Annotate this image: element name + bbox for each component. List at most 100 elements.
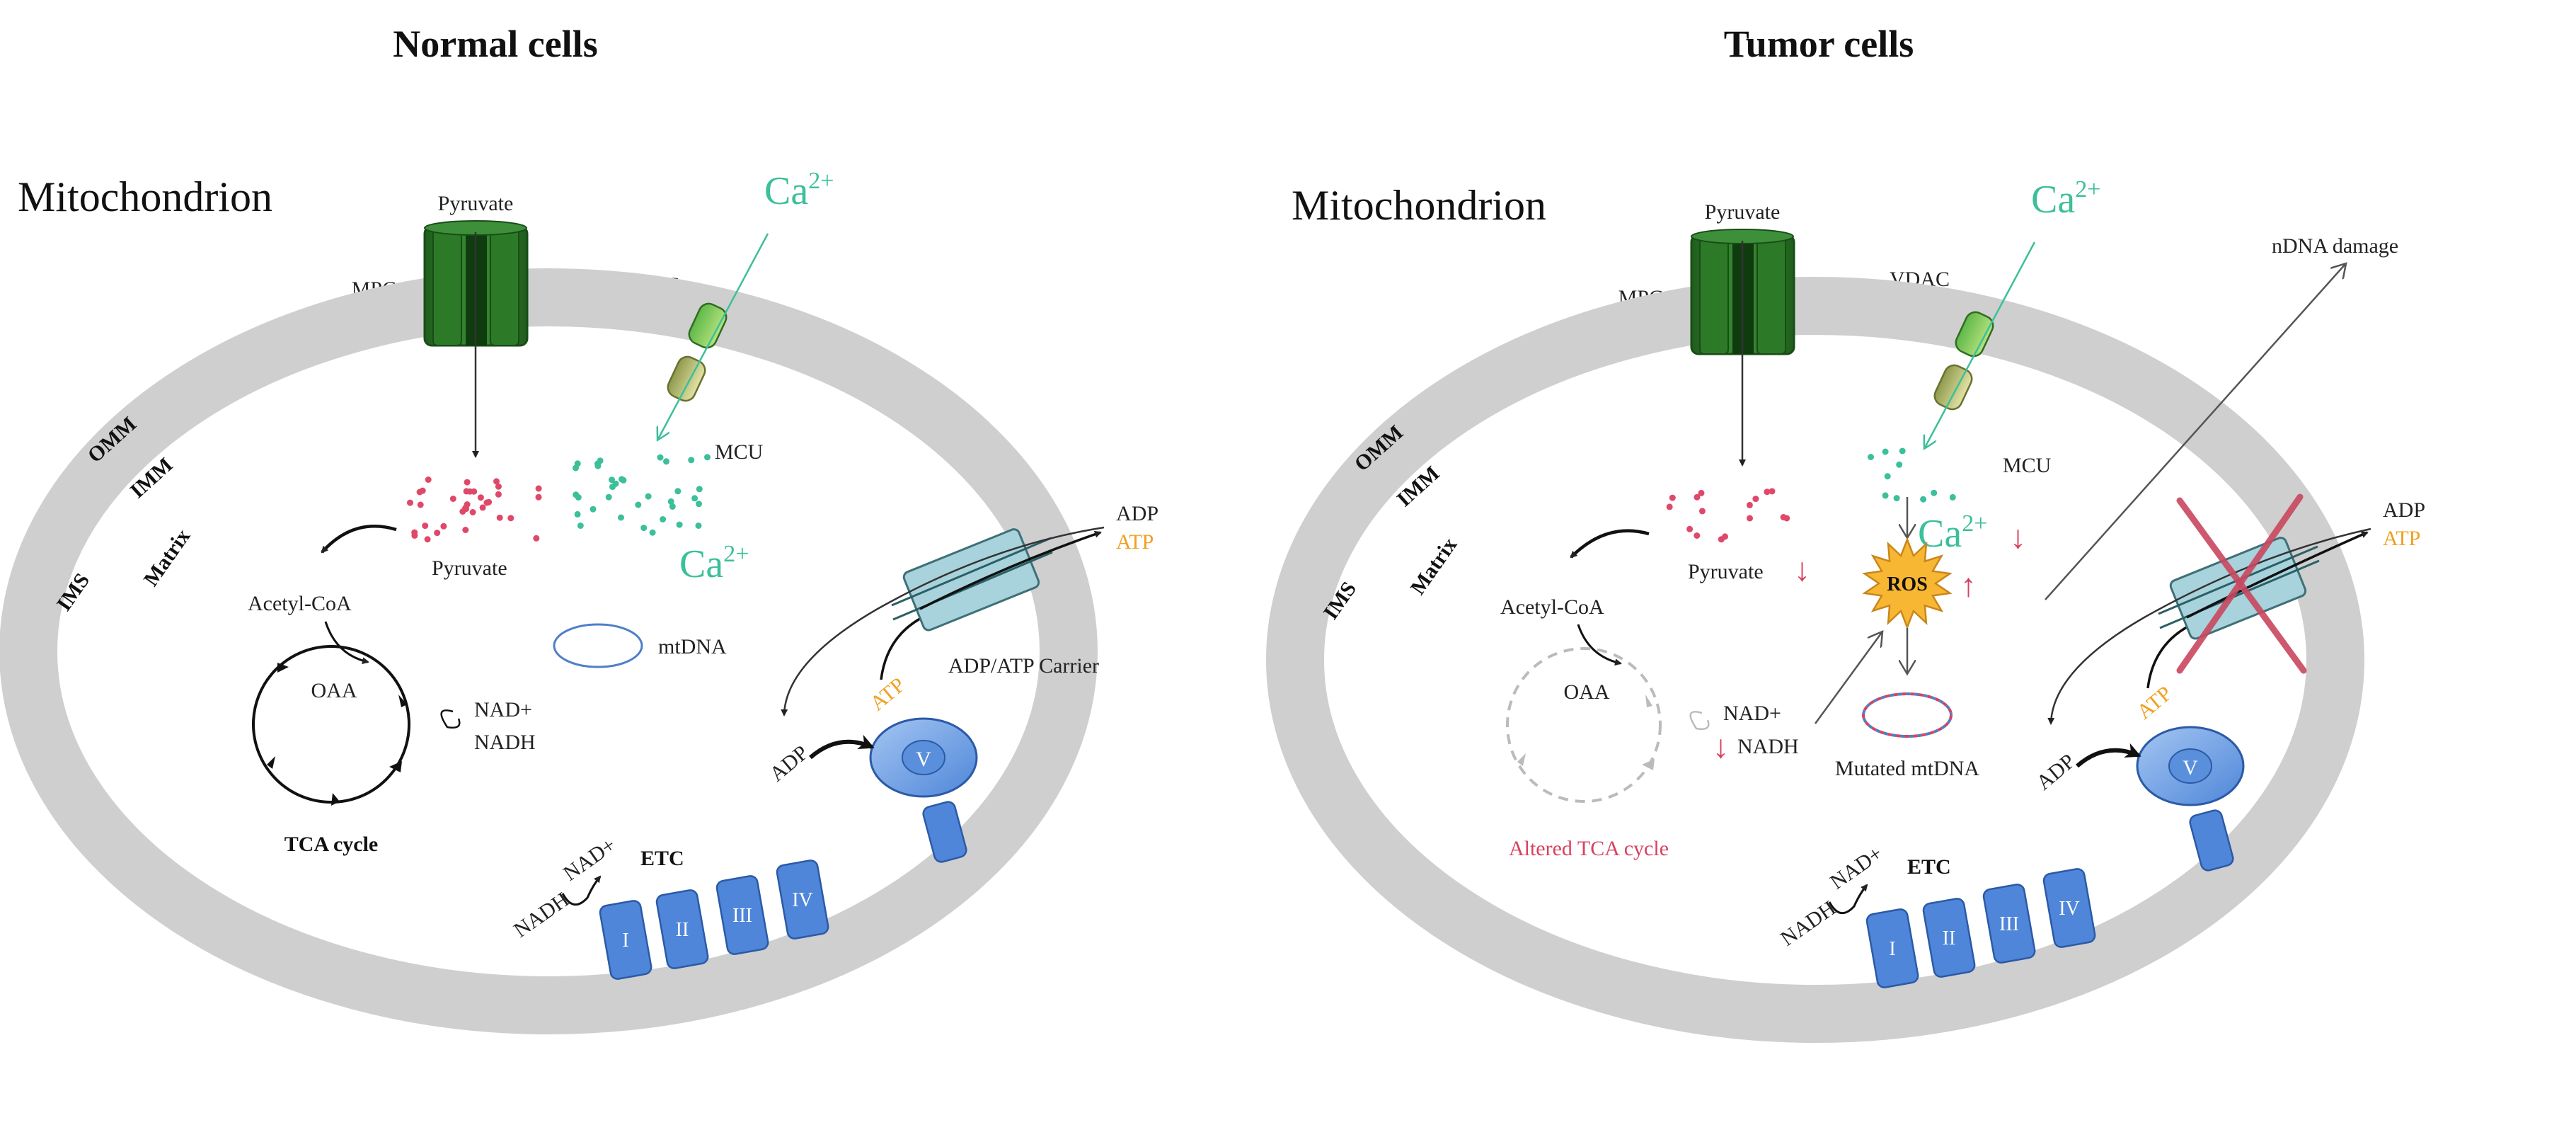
normal-calcium-dots <box>573 454 711 536</box>
molecule-dot <box>645 493 652 500</box>
molecule-dot <box>612 480 619 487</box>
molecule-dot <box>424 536 431 543</box>
tumor-ros-up: ↑ <box>1960 567 1977 603</box>
tumor-pyruvate-in: Pyruvate <box>1705 200 1781 224</box>
normal-ca-label: Ca2+ <box>764 168 834 213</box>
molecule-dot <box>417 501 424 508</box>
molecule-dot <box>1764 489 1771 496</box>
normal-organelle-label: Mitochondrion <box>18 173 272 220</box>
tumor-nadh-down: ↓ <box>1713 729 1729 765</box>
normal-complex-v: V <box>916 748 931 771</box>
molecule-dot <box>507 515 514 522</box>
molecule-dot <box>422 523 429 530</box>
molecule-dot <box>674 488 682 495</box>
molecule-dot <box>691 495 698 502</box>
molecule-dot <box>1920 496 1927 503</box>
normal-complex-iv: IV <box>792 889 813 911</box>
molecule-dot <box>619 476 625 483</box>
molecule-dot <box>1868 454 1874 460</box>
molecule-dot <box>1931 489 1938 496</box>
molecule-dot <box>660 516 667 523</box>
tumor-complex-iv: IV <box>2059 898 2080 920</box>
molecule-dot <box>425 476 432 483</box>
normal-tca-cycle-circle <box>252 645 410 806</box>
molecule-dot <box>1899 447 1906 455</box>
normal-carrier-label: ADP/ATP Carrier <box>948 654 1099 678</box>
molecule-dot <box>496 514 503 521</box>
tumor-adp-import-arrow <box>2047 527 2371 725</box>
normal-pyruvate-in: Pyruvate <box>438 192 514 215</box>
molecule-dot <box>669 503 676 510</box>
molecule-dot <box>419 487 426 494</box>
molecule-dot <box>1949 493 1956 501</box>
molecule-dot <box>440 523 447 530</box>
tumor-title: Tumor cells <box>1724 23 1914 65</box>
normal-mtdna-label: mtDNA <box>658 635 727 658</box>
normal-panel: Normal cells Mitochondrion Pyruvate MPC … <box>18 23 1158 1005</box>
molecule-dot <box>535 485 542 492</box>
molecule-dot <box>464 501 471 508</box>
molecule-dot <box>1882 448 1889 455</box>
tumor-adp-out: ADP <box>2383 498 2425 522</box>
tumor-ros-label: ROS <box>1887 573 1928 595</box>
normal-etc-label: ETC <box>640 847 684 870</box>
normal-title: Normal cells <box>393 23 597 65</box>
tumor-pyruvate-dots <box>1666 488 1790 543</box>
molecule-dot <box>609 476 615 484</box>
tumor-ca-matrix: Ca2+ <box>1918 510 1987 556</box>
normal-etc-nad: NAD+ <box>559 833 620 886</box>
tumor-acetyl-coa: Acetyl-CoA <box>1500 595 1604 619</box>
molecule-dot <box>590 506 597 513</box>
tumor-ca-label: Ca2+ <box>2031 176 2100 222</box>
normal-complex-ii: II <box>676 919 689 941</box>
tumor-oaa: OAA <box>1564 680 1610 704</box>
tumor-atp-in: ATP <box>2132 682 2176 724</box>
normal-complex-iii: III <box>732 905 752 927</box>
tumor-acetyl-to-tca-arrow <box>1577 624 1622 666</box>
molecule-dot <box>695 523 702 529</box>
tumor-ndna-label: nDNA damage <box>2272 234 2398 258</box>
molecule-dot <box>1769 488 1776 495</box>
normal-pyruvate-to-acetyl-arrow <box>321 525 397 554</box>
molecule-dot <box>1669 494 1676 501</box>
molecule-dot <box>1686 525 1694 532</box>
tumor-nadh-to-ros-arrow <box>1814 632 1882 724</box>
tumor-calcium-dots <box>1868 447 1956 503</box>
tumor-etc-nad: NAD+ <box>1826 842 1887 894</box>
tumor-panel: Tumor cells Mitochondrion Pyruvate MPC V… <box>1292 23 2425 1014</box>
molecule-dot <box>1884 473 1891 480</box>
normal-acetyl-coa: Acetyl-CoA <box>248 592 352 615</box>
molecule-dot <box>479 504 486 511</box>
molecule-dot <box>449 496 456 502</box>
molecule-dot <box>696 486 703 493</box>
molecule-dot <box>667 498 674 505</box>
tumor-ros-burst <box>1862 537 1953 630</box>
molecule-dot <box>1718 536 1725 543</box>
normal-mito-body <box>28 221 1069 1005</box>
normal-atp-export-arrow <box>919 530 1102 610</box>
tumor-complex-iii: III <box>1999 913 2019 935</box>
normal-matrix: Matrix <box>139 525 195 590</box>
normal-nad-plus: NAD+ <box>474 698 532 721</box>
molecule-dot <box>1698 489 1705 496</box>
molecule-dot <box>1747 515 1753 522</box>
molecule-dot <box>493 478 500 485</box>
tumor-atp-export-arrow <box>2186 531 2369 619</box>
molecule-dot <box>649 529 656 536</box>
tumor-pyruvate-matrix: Pyruvate <box>1688 560 1764 583</box>
molecule-dot <box>575 494 582 501</box>
tumor-carrier-cross <box>2176 493 2307 674</box>
molecule-dot <box>533 535 540 542</box>
molecule-dot <box>618 514 624 521</box>
molecule-dot <box>696 501 702 508</box>
tumor-mito-body <box>1295 229 2335 1014</box>
molecule-dot <box>485 498 493 506</box>
tumor-pyruvate-to-acetyl-arrow <box>1570 529 1650 559</box>
molecule-dot <box>676 521 683 528</box>
normal-nad-curl <box>440 709 461 729</box>
molecule-dot <box>688 457 695 464</box>
molecule-dot <box>462 527 469 533</box>
normal-nadh: NADH <box>474 731 536 754</box>
molecule-dot <box>704 454 711 461</box>
